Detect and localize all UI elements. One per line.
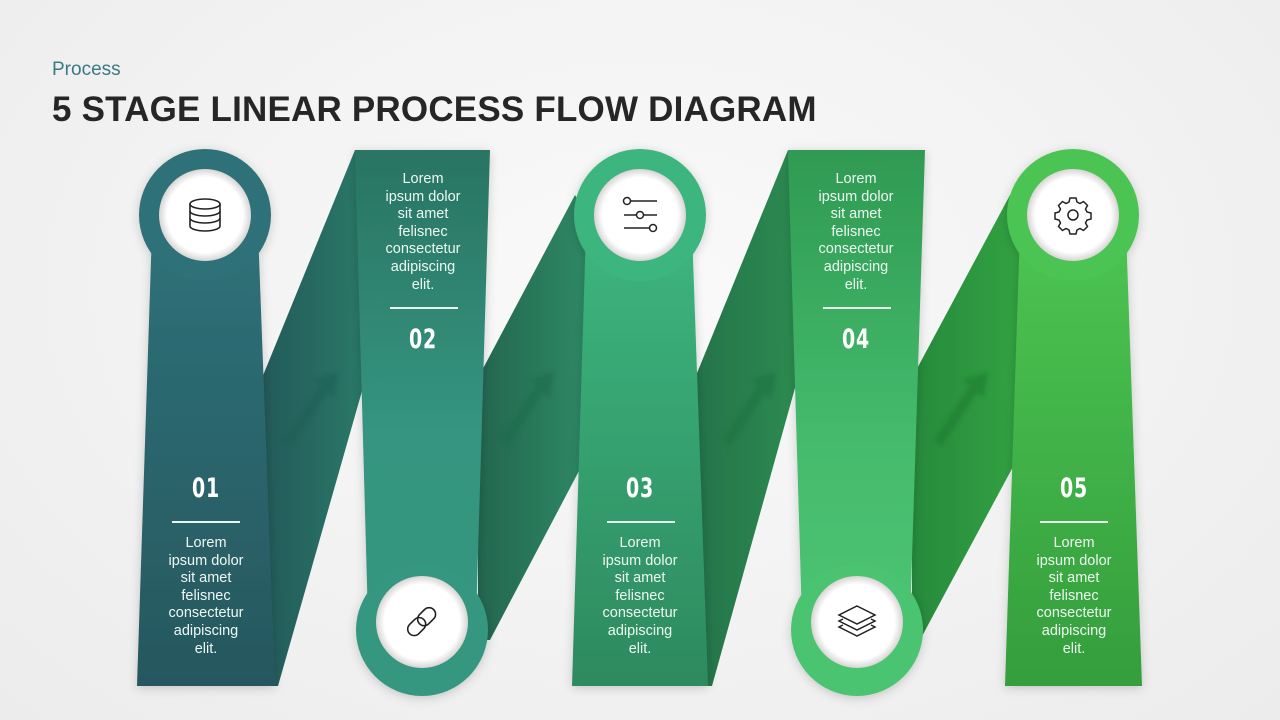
stage-2-number: 02 bbox=[409, 324, 437, 355]
stage-5-divider bbox=[1040, 521, 1108, 523]
connector-1-2 bbox=[262, 150, 368, 686]
stage-4-icon-circle bbox=[811, 576, 903, 668]
layers-icon bbox=[837, 605, 877, 637]
stage-1-icon-circle bbox=[159, 169, 251, 261]
link-icon bbox=[406, 606, 437, 637]
stage-2-divider bbox=[390, 307, 458, 309]
stage-3-number: 03 bbox=[626, 473, 654, 504]
stage-4-number: 04 bbox=[842, 324, 870, 355]
arrow-up-right-icon bbox=[722, 372, 776, 446]
stage-5-number: 05 bbox=[1060, 473, 1088, 504]
stage-4-description: Lorem ipsum dolor sit amet felisnec cons… bbox=[818, 171, 894, 293]
stage-5-description: Lorem ipsum dolor sit amet felisnec cons… bbox=[1036, 535, 1112, 657]
stage-1-divider bbox=[172, 521, 240, 523]
arrow-up-right-icon bbox=[500, 372, 554, 446]
connector-3-4 bbox=[695, 150, 800, 686]
stage-3-description: Lorem ipsum dolor sit amet felisnec cons… bbox=[602, 535, 678, 657]
stage-4-divider bbox=[823, 307, 891, 309]
gear-icon bbox=[1054, 197, 1092, 235]
slide-subtitle: Process bbox=[52, 59, 121, 80]
stage-3-divider bbox=[607, 521, 675, 523]
database-icon bbox=[189, 198, 221, 232]
stage-2-description: Lorem ipsum dolor sit amet felisnec cons… bbox=[385, 171, 461, 293]
stage-5-icon-circle bbox=[1027, 169, 1119, 261]
stage-1-description: Lorem ipsum dolor sit amet felisnec cons… bbox=[168, 535, 244, 657]
sliders-icon bbox=[622, 196, 658, 233]
connector-4-5 bbox=[912, 195, 1022, 640]
stage-1-number: 01 bbox=[192, 473, 220, 504]
stage-2-icon-circle bbox=[376, 576, 468, 668]
arrow-up-right-icon bbox=[284, 372, 338, 446]
slide-title: 5 STAGE LINEAR PROCESS FLOW DIAGRAM bbox=[52, 90, 817, 129]
connector-2-3 bbox=[478, 195, 590, 640]
arrow-up-right-icon bbox=[934, 372, 988, 446]
